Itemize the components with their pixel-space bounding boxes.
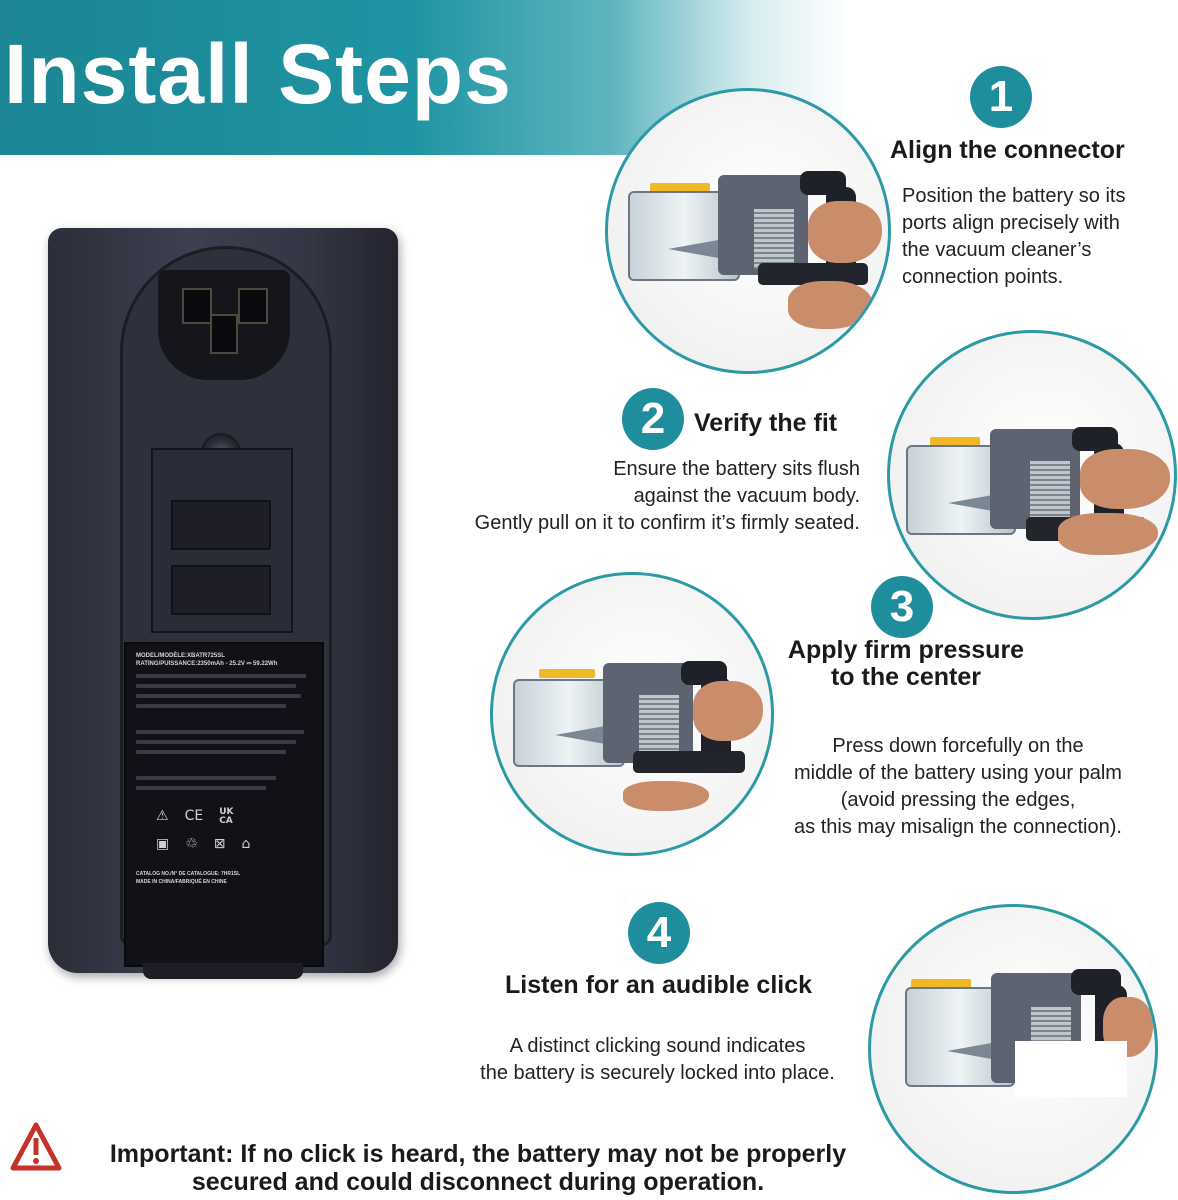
step-2-description-line: Ensure the battery sits flush — [613, 458, 860, 480]
step-3-description-line: middle of the battery using your palm — [794, 762, 1122, 784]
battery-rating-label: MODEL/MODÈLE:XBATR725SL RATING/PUISSANCE… — [124, 642, 324, 967]
step-2-photo — [887, 330, 1177, 620]
step-2-number: 2 — [622, 388, 684, 450]
made-in-text: MADE IN CHINA/FABRIQUÉ EN CHINE — [136, 879, 227, 885]
step-3-title: Apply firm pressure to the center — [778, 637, 1034, 691]
step-1-description-line: Position the battery so its — [902, 185, 1126, 207]
warning-icon: ⚠ — [156, 808, 169, 824]
ukca-mark: UK CA — [219, 807, 234, 826]
home-icon: ⌂ — [241, 836, 251, 852]
warning-triangle-icon — [10, 1122, 62, 1177]
warning-line: Important: If no click is heard, the bat… — [109, 1140, 847, 1168]
step-4-description-line: the battery is securely locked into plac… — [480, 1062, 835, 1084]
recycle-icon: ♲ — [185, 836, 198, 852]
certification-icons: ⚠ CE UK CA — [136, 808, 312, 826]
step-4-photo — [868, 904, 1158, 1194]
manual-icon: ▣ — [156, 836, 170, 852]
important-warning: Important: If no click is heard, the bat… — [68, 1140, 888, 1196]
step-1-description-line: ports align precisely with — [902, 212, 1120, 234]
warning-line: secured and could disconnect during oper… — [191, 1168, 765, 1196]
step-2-title: Verify the fit — [694, 409, 838, 437]
step-2-description-line: Gently pull on it to confirm it’s firmly… — [474, 512, 860, 534]
step-1-description: Position the battery so its ports align … — [902, 183, 1125, 291]
disposal-icons: ▣ ♲ ⊠ ⌂ — [136, 836, 312, 852]
battery-release-latch — [151, 448, 293, 633]
step-1-title: Align the connector — [890, 136, 1125, 164]
step-3-title-line: Apply firm pressure — [787, 636, 1025, 664]
step-1-number: 1 — [970, 66, 1032, 128]
battery-connector-port — [158, 270, 290, 380]
step-1-photo — [605, 88, 891, 374]
step-4-description: A distinct clicking sound indicates the … — [440, 1033, 875, 1087]
step-3-description-line: Press down forcefully on the — [832, 735, 1084, 757]
step-1-description-line: connection points. — [902, 266, 1064, 288]
step-2-description: Ensure the battery sits flush against th… — [428, 456, 860, 537]
step-1-description-line: the vacuum cleaner’s — [902, 239, 1092, 261]
battery-image: MODEL/MODÈLE:XBATR725SL RATING/PUISSANCE… — [48, 228, 398, 988]
bin-icon: ⊠ — [213, 836, 226, 852]
battery-model-text: MODEL/MODÈLE:XBATR725SL — [136, 653, 225, 659]
step-4-description-line: A distinct clicking sound indicates — [509, 1035, 806, 1057]
battery-rating-text: RATING/PUISSANCE:2350mAh - 25.2V ⎓ 59.22… — [136, 661, 278, 667]
catalog-text: CATALOG NO./N° DE CATALOGUE: 7HR1SL — [136, 871, 241, 877]
step-4-title: Listen for an audible click — [505, 971, 813, 999]
step-3-title-line: to the center — [830, 663, 982, 691]
ce-mark: CE — [184, 808, 204, 824]
step-3-description-line: (avoid pressing the edges, — [840, 789, 1076, 811]
step-3-number: 3 — [871, 576, 933, 638]
battery-foot — [143, 963, 303, 979]
step-4-number: 4 — [628, 902, 690, 964]
step-3-photo — [490, 572, 774, 856]
step-3-description: Press down forcefully on the middle of t… — [758, 733, 1158, 841]
page-title: Install Steps — [4, 27, 512, 121]
step-3-description-line: as this may misalign the connection). — [794, 816, 1122, 838]
step-2-description-line: against the vacuum body. — [633, 485, 860, 507]
